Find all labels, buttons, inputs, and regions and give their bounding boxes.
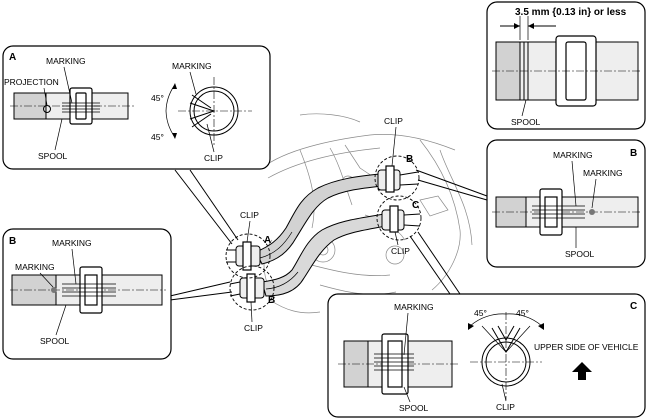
- key-a-main: A: [264, 235, 271, 246]
- panel-b-right-label-marking-top: MARKING: [553, 150, 593, 160]
- detail-panel-c: C MARKING SPOOL 45° 45° CLIP UP: [327, 293, 646, 418]
- clip-upper-right: [385, 165, 395, 193]
- panel-c-label-clip: CLIP: [496, 402, 515, 412]
- label-clip-upper: CLIP: [384, 116, 403, 126]
- label-clip-lower: CLIP: [240, 210, 259, 220]
- gap-panel-label-spool: SPOOL: [511, 117, 541, 127]
- panel-a-angle-top: 45°: [151, 93, 164, 103]
- panel-c-angle-right: 45°: [516, 308, 529, 318]
- panel-c-label-spool: SPOOL: [399, 403, 429, 413]
- gap-dimension-label: 3.5 mm {0.13 in} or less: [515, 7, 627, 18]
- panel-a-label-clip: CLIP: [204, 153, 223, 163]
- panel-b-left-label-marking-side: MARKING: [15, 262, 55, 272]
- panel-a-key: A: [9, 52, 16, 63]
- panel-c-key: C: [630, 301, 637, 312]
- key-c-main: C: [412, 200, 419, 211]
- key-b-upper: B: [406, 154, 413, 165]
- panel-b-left-label-marking-top: MARKING: [52, 238, 92, 248]
- panel-b-right-label-marking-side: MARKING: [583, 168, 623, 178]
- label-clip-mid: CLIP: [391, 246, 410, 256]
- label-clip-bottom: CLIP: [244, 323, 263, 333]
- panel-a-label-projection: PROJECTION: [4, 77, 59, 87]
- key-b-lower: B: [268, 295, 275, 306]
- panel-b-right-key: B: [630, 148, 637, 159]
- panel-b-right-label-spool: SPOOL: [565, 249, 595, 259]
- upper-side-arrow-icon: [572, 362, 592, 380]
- callout-leaders: [169, 169, 488, 301]
- panel-b-left-key: B: [9, 236, 16, 247]
- panel-b-left-label-spool: SPOOL: [40, 336, 70, 346]
- detail-panel-gap: 3.5 mm {0.13 in} or less SPOOL: [486, 1, 646, 130]
- hose-assembly: [225, 155, 422, 311]
- panel-a-label-marking-left: MARKING: [46, 56, 86, 66]
- panel-c-label-marking: MARKING: [394, 302, 434, 312]
- detail-panel-b-right: B MARKING MARKING SPOOL: [486, 139, 646, 268]
- panel-c-angle-left: 45°: [474, 308, 487, 318]
- panel-a-angle-bottom: 45°: [151, 132, 164, 142]
- clip-mid-right: [389, 205, 399, 233]
- panel-a-label-marking-right: MARKING: [172, 61, 212, 71]
- detail-panel-a: A PROJECTION MARKING SPOOL MARKING 45: [2, 45, 271, 170]
- panel-a-label-spool: SPOOL: [38, 151, 68, 161]
- upper-side-label: UPPER SIDE OF VEHICLE: [534, 342, 639, 352]
- detail-panel-b-left: B MARKING MARKING SPOOL: [2, 228, 172, 360]
